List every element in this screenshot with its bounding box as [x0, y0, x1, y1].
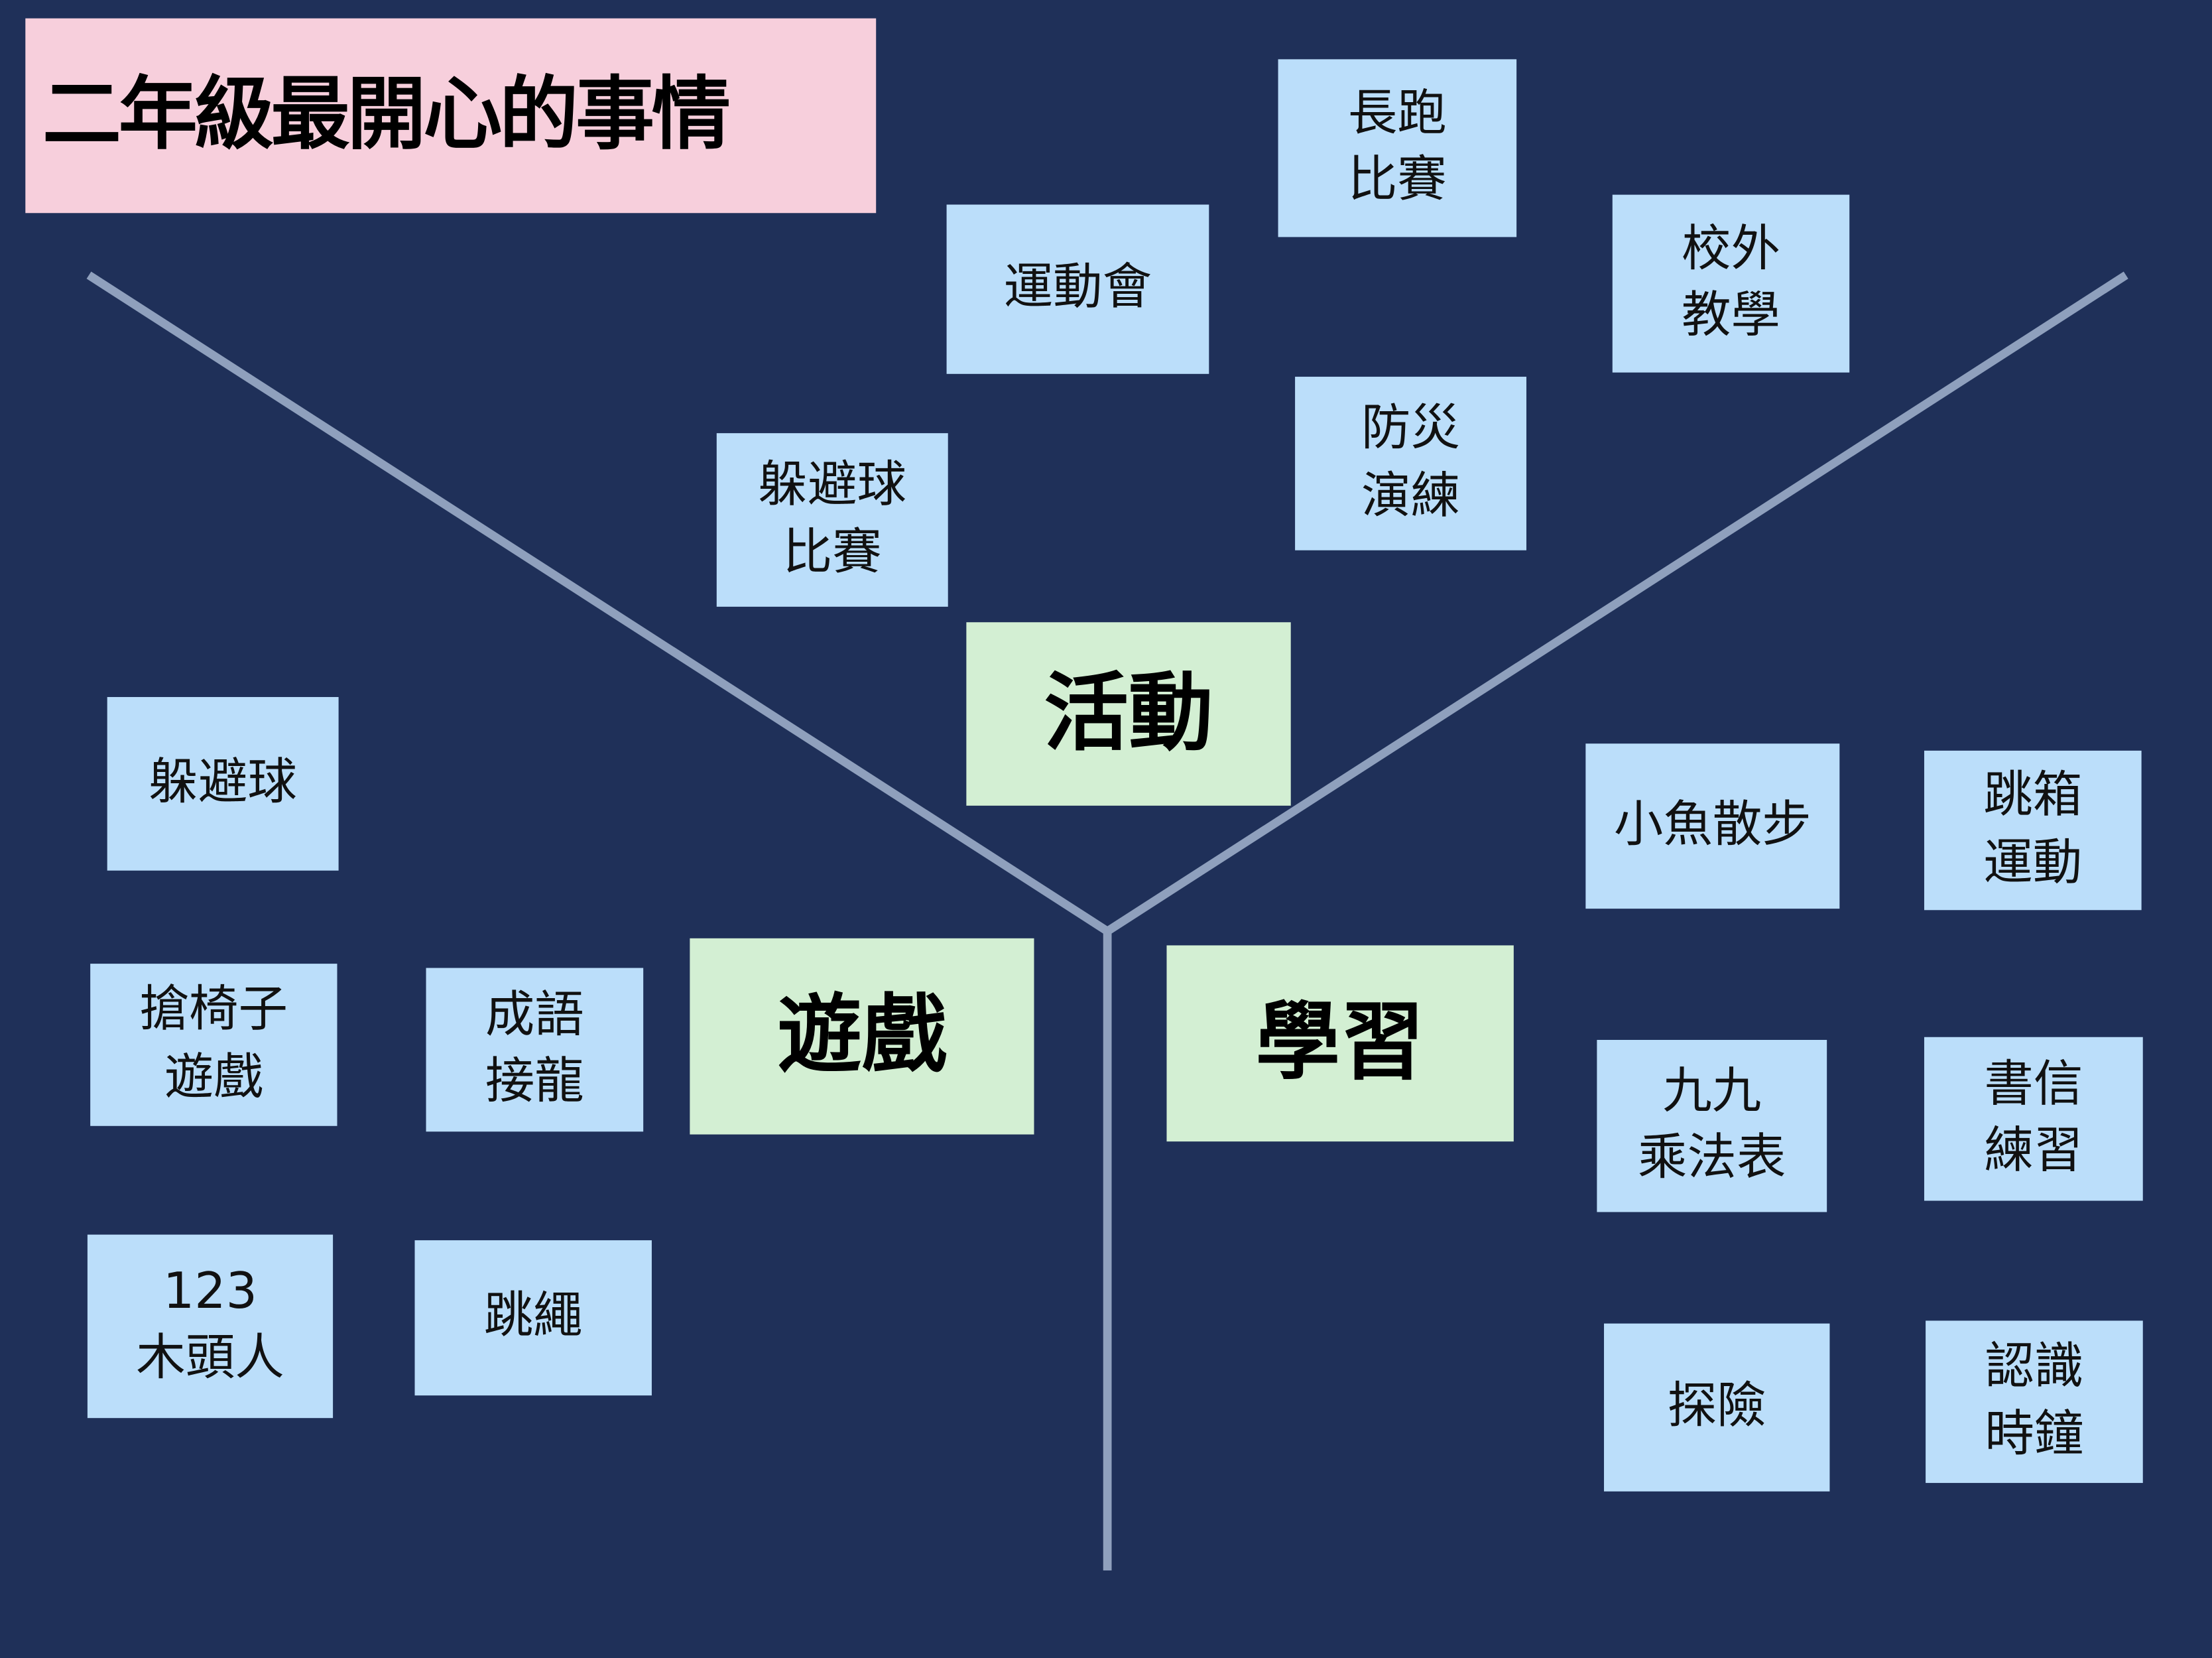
sticky-note: 躲避球: [107, 697, 339, 871]
y-line-right: [1105, 271, 2128, 935]
sticky-note: 小魚散步: [1585, 743, 1840, 909]
page-title: 二年級最開心的事情: [25, 18, 877, 214]
sticky-note: 跳箱 運動: [1924, 750, 2142, 911]
sticky-note: 九九 乘法表: [1597, 1040, 1827, 1212]
sticky-note: 123 木頭人: [87, 1234, 334, 1419]
category-game: 遊戲: [690, 938, 1034, 1135]
sticky-note: 運動會: [946, 204, 1209, 374]
sticky-note: 成語 接龍: [426, 968, 644, 1132]
sticky-note: 認識 時鐘: [1926, 1320, 2143, 1484]
sticky-note: 校外 教學: [1612, 194, 1850, 373]
sticky-note: 跳繩: [414, 1240, 652, 1396]
sticky-note: 書信 練習: [1924, 1037, 2143, 1201]
sticky-note: 長跑 比賽: [1278, 59, 1517, 237]
sticky-note: 搶椅子 遊戲: [90, 964, 338, 1126]
category-activity: 活動: [966, 622, 1291, 806]
sticky-note: 躲避球 比賽: [716, 433, 948, 607]
sticky-note: 探險: [1604, 1323, 1830, 1492]
category-learning: 學習: [1166, 945, 1514, 1142]
y-line-left: [86, 271, 1110, 935]
sticky-note: 防災 演練: [1295, 377, 1527, 550]
